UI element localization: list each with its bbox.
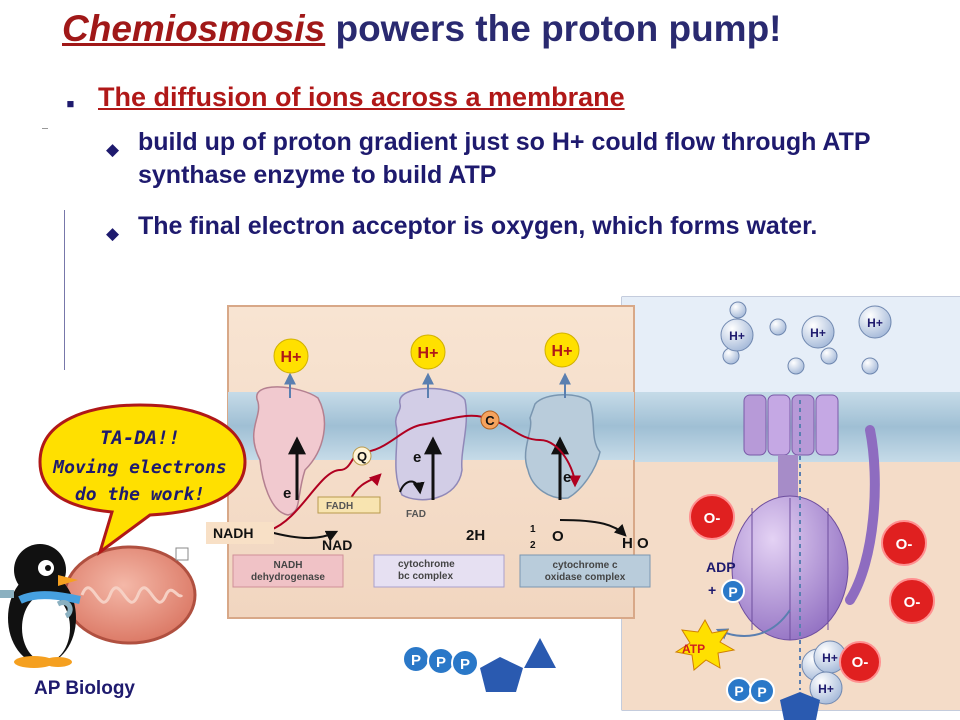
complex1-label-2: dehydrogenase <box>251 572 325 583</box>
complex1-label-1: NADH <box>274 560 303 571</box>
c-label: C <box>485 413 495 428</box>
electron-label: e <box>563 469 571 486</box>
complex1-box <box>232 554 344 588</box>
page-title: Chemiosmosis powers the proton pump! <box>62 8 782 50</box>
fadh2-box <box>317 496 381 514</box>
q-carrier <box>352 446 372 466</box>
adp-plus-label: + <box>708 582 716 598</box>
mitochondrion-icon <box>63 545 197 645</box>
complex2-label-1: cytochrome <box>398 559 455 570</box>
h-plus-small: H+ <box>729 329 745 343</box>
o-minus-badges <box>689 494 935 683</box>
phosphate-circles <box>402 579 775 704</box>
speech-line-2: Moving electrons <box>52 457 226 478</box>
h-plus-label: H+ <box>418 345 439 362</box>
o-minus-label: O- <box>852 654 869 671</box>
ribose-pentagon-icon <box>480 657 523 692</box>
nad-label: NAD <box>322 537 352 553</box>
penguin-icon <box>0 544 81 668</box>
divider-line <box>64 210 65 370</box>
o-minus-label: O- <box>904 594 921 611</box>
electron-label: e <box>283 485 291 502</box>
half-numerator: 1 <box>530 524 536 535</box>
fadh2-label: FADH <box>326 501 353 512</box>
fad-label: FAD <box>406 509 426 520</box>
diamond-bullet-icon: ◆ <box>106 224 120 243</box>
p-label: P <box>436 654 446 671</box>
speech-bubble <box>38 403 247 556</box>
p-label: P <box>757 684 766 700</box>
q-label: Q <box>357 449 367 464</box>
h-plus-label: H+ <box>552 343 573 360</box>
nadh-label: NADH <box>213 525 253 541</box>
bullet-level1: The diffusion of ions across a membrane <box>98 82 625 112</box>
atp-burst <box>674 618 736 671</box>
adenine-triangle-icon <box>524 638 556 668</box>
speech-line-3: do the work! <box>75 484 205 505</box>
h-plus-badges <box>273 332 580 374</box>
divider-tick <box>42 128 48 129</box>
complex3-box <box>519 554 651 588</box>
p-label: P <box>411 652 421 669</box>
complex2-label-2: bc complex <box>398 571 453 582</box>
complex3-label-1: cytochrome c <box>552 560 617 571</box>
complex2-box <box>373 554 505 588</box>
p-label: P <box>728 584 737 600</box>
h2o-label: H O <box>622 535 649 552</box>
diamond-bullet-icon: ◆ <box>106 140 120 159</box>
o-minus-label: O- <box>896 536 913 553</box>
square-bullet-icon: ▪ <box>66 90 75 118</box>
h-plus-small: H+ <box>822 651 838 665</box>
h-ion-balls <box>720 301 892 705</box>
adp-label: ADP <box>706 559 736 575</box>
o2-label: O <box>552 528 564 545</box>
h-plus-small: H+ <box>867 316 883 330</box>
h-plus-small: H+ <box>810 326 826 340</box>
c-carrier <box>480 410 500 430</box>
bullet-level2-2: The final electron acceptor is oxygen, w… <box>138 212 818 240</box>
title-rest: powers the proton pump! <box>325 8 782 49</box>
bullet-level2-1: build up of proton gradient just so H+ c… <box>138 128 871 189</box>
p-label: P <box>460 656 470 673</box>
ribose-pentagon-icon-2 <box>780 692 820 720</box>
footer-label: AP Biology <box>34 678 135 699</box>
electron-label: e <box>413 449 421 466</box>
h-plus-small: H+ <box>818 682 834 696</box>
complex3-label-2: oxidase complex <box>545 572 626 583</box>
h-plus-label: H+ <box>281 349 302 366</box>
title-emphasis: Chemiosmosis <box>62 8 326 49</box>
nadh-box <box>206 522 274 544</box>
p-label: P <box>734 683 743 699</box>
atp-label: ATP <box>682 642 705 656</box>
two-h-label: 2H <box>466 527 485 544</box>
atp-synthase-panel <box>621 296 960 711</box>
speech-line-1: TA-DA!! <box>100 427 180 449</box>
half-denominator: 2 <box>530 540 536 551</box>
o-minus-label: O- <box>704 510 721 527</box>
